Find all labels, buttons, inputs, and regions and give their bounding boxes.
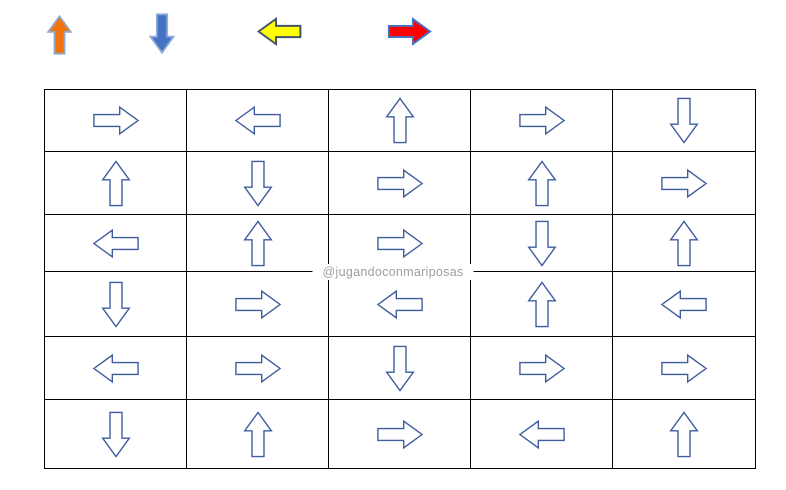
grid-cell — [471, 152, 613, 215]
grid-cell — [329, 90, 471, 152]
grid-cell — [613, 152, 755, 215]
arrow-up-icon — [242, 410, 273, 457]
arrow-down-icon — [669, 97, 699, 144]
arrow-up-icon — [669, 410, 699, 457]
arrow-right-icon — [92, 105, 139, 136]
arrow-up-icon — [384, 97, 415, 144]
arrow-right-icon — [661, 168, 708, 198]
arrow-right-icon — [661, 353, 708, 383]
arrow-right-icon — [376, 168, 423, 198]
arrow-right-icon — [518, 105, 565, 136]
grid-cell — [471, 215, 613, 272]
arrow-left-icon — [256, 16, 302, 47]
grid-cell — [613, 337, 755, 400]
grid-cell — [329, 272, 471, 337]
arrow-up-icon — [669, 219, 699, 266]
grid-cell — [187, 400, 329, 468]
arrow-left-icon — [376, 289, 423, 319]
grid-cell — [613, 90, 755, 152]
grid-cell — [45, 90, 187, 152]
grid-cell — [45, 400, 187, 468]
arrow-left-icon — [234, 105, 281, 136]
orange-up-arrow-icon — [43, 14, 75, 55]
grid-cell — [45, 215, 187, 272]
grid-cell — [471, 337, 613, 400]
arrow-up-icon — [100, 159, 131, 206]
arrow-right-icon — [234, 289, 281, 319]
arrow-up-icon — [526, 280, 557, 327]
arrow-right-icon — [234, 353, 281, 383]
arrow-up-icon — [45, 14, 73, 55]
blue-down-arrow-icon — [148, 12, 175, 54]
red-right-arrow-icon — [387, 17, 432, 46]
grid-cell — [45, 272, 187, 337]
arrow-grid — [44, 89, 756, 469]
grid-cell — [471, 400, 613, 468]
arrow-left-icon — [660, 289, 707, 319]
grid-cell — [187, 272, 329, 337]
grid-cell — [329, 400, 471, 468]
arrow-right-icon — [387, 17, 432, 46]
arrow-left-icon — [92, 228, 139, 258]
grid-cell — [187, 152, 329, 215]
grid-cell — [613, 272, 755, 337]
grid-cell — [187, 215, 329, 272]
yellow-left-arrow-icon — [256, 16, 302, 47]
grid-cell — [329, 152, 471, 215]
arrow-up-icon — [242, 219, 273, 266]
arrow-down-icon — [526, 220, 557, 267]
arrow-down-icon — [148, 12, 175, 54]
grid-cell — [613, 215, 755, 272]
arrow-right-icon — [376, 228, 423, 258]
arrow-down-icon — [242, 160, 273, 207]
grid-cell — [471, 90, 613, 152]
arrow-down-icon — [100, 411, 131, 458]
arrow-down-icon — [100, 281, 131, 328]
arrow-right-icon — [518, 353, 565, 383]
arrow-up-icon — [526, 159, 557, 206]
grid-cell — [613, 400, 755, 468]
arrow-down-icon — [384, 345, 415, 392]
grid-cell — [471, 272, 613, 337]
grid-cell — [45, 337, 187, 400]
arrow-left-icon — [92, 353, 139, 383]
arrow-left-icon — [518, 419, 565, 449]
grid-cell — [329, 337, 471, 400]
grid-cell — [45, 152, 187, 215]
arrow-right-icon — [376, 419, 423, 449]
watermark-text: @jugandoconmariposas — [312, 264, 474, 280]
grid-cell — [187, 337, 329, 400]
legend — [0, 0, 786, 70]
grid-cell — [187, 90, 329, 152]
